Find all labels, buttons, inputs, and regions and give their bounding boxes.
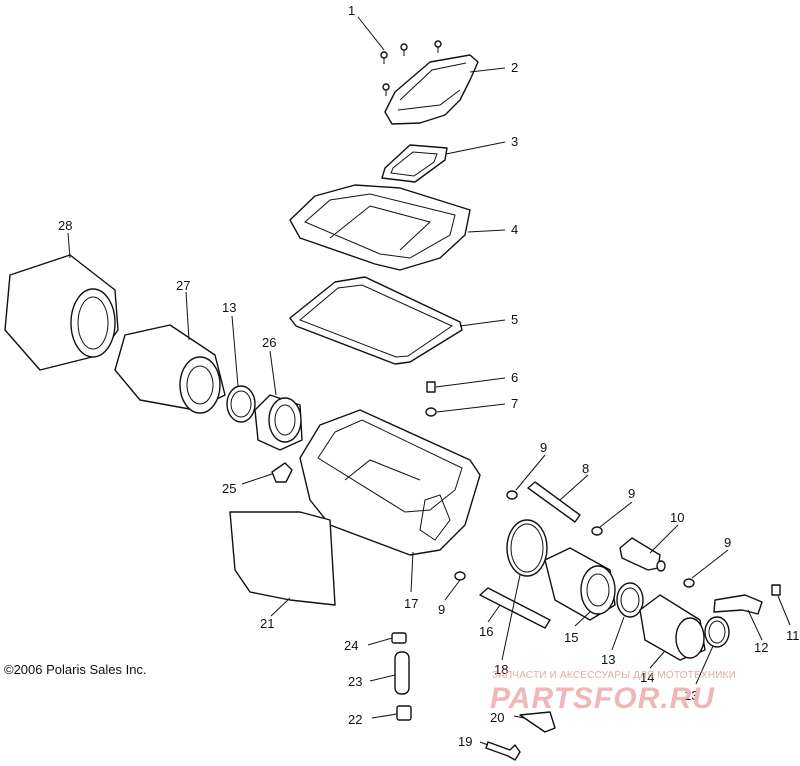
watermark-logo: PARTSFOR.RU [490,682,715,715]
washer-part-7 [425,407,437,417]
intake-boot-part [544,547,616,621]
intake-snorkel-part [384,54,479,125]
callout-11: 11 [786,628,800,643]
callout-2: 2 [511,60,518,75]
callout-25: 25 [222,481,236,496]
callout-26: 26 [262,335,276,350]
callout-12: 12 [754,640,768,655]
bolt-part-19 [485,741,521,761]
leader-lines [67,16,791,746]
callout-27: 27 [176,278,190,293]
callout-10: 10 [670,510,684,525]
bracket-part-20 [519,711,556,733]
callout-9-b: 9 [628,486,635,501]
cover-seal-part [289,276,463,365]
callout-6: 6 [511,370,518,385]
callout-9-d: 9 [438,602,445,617]
callout-14: 14 [640,670,654,685]
filter-adapter-part [254,394,303,451]
callout-labels: 1 2 3 4 5 6 7 8 9 9 9 9 10 11 12 13 13 1… [58,3,800,749]
hose-clamp-part-2 [616,582,644,618]
heat-shield-part [229,511,336,606]
o-ring-part [506,519,548,577]
callout-28: 28 [58,218,72,233]
callout-1: 1 [348,3,355,18]
hose-clamp-part [226,385,256,423]
hose-clamp-part-3 [704,616,730,648]
callout-4: 4 [511,222,518,237]
clamp-part-22 [396,705,412,721]
callout-24: 24 [344,638,358,653]
callout-9-a: 9 [540,440,547,455]
screw-part-6 [426,381,436,393]
drain-tube-part-23 [394,651,410,695]
drain-tube-part-16 [479,587,551,629]
callout-17: 17 [404,596,418,611]
pre-filter-sleeve-part [4,254,119,371]
vent-hose-part [713,594,763,615]
drain-tube-part [527,481,581,523]
breather-valve-part [619,537,666,572]
callout-3: 3 [511,134,518,149]
copyright-text: ©2006 Polaris Sales Inc. [4,662,147,677]
callout-13-a: 13 [222,300,236,315]
callout-9-c: 9 [724,535,731,550]
callout-22: 22 [348,712,362,727]
watermark-tagline: ЗАПЧАСТИ И АКСЕССУАРЫ ДЛЯ МОТОТЕХНИКИ [492,670,737,681]
air-box-cover-part [289,184,471,271]
callout-7: 7 [511,396,518,411]
callout-19: 19 [458,734,472,749]
callout-23: 23 [348,674,362,689]
callout-15: 15 [564,630,578,645]
callout-13-b: 13 [601,652,615,667]
callout-16: 16 [479,624,493,639]
air-box-housing-part [299,409,481,556]
air-filter-part [114,324,226,414]
screw-part-11 [771,584,781,596]
callout-8: 8 [582,461,589,476]
callout-5: 5 [511,312,518,327]
snorkel-gasket-part [381,144,448,183]
callout-20: 20 [490,710,504,725]
callout-18: 18 [494,662,508,677]
callout-13-c: 13 [684,688,698,703]
screw-part [380,40,442,96]
nut-part [454,490,695,588]
clamp-part-24 [391,632,407,644]
clip-part [271,462,293,483]
callout-21: 21 [260,616,274,631]
coupler-part [639,594,706,661]
